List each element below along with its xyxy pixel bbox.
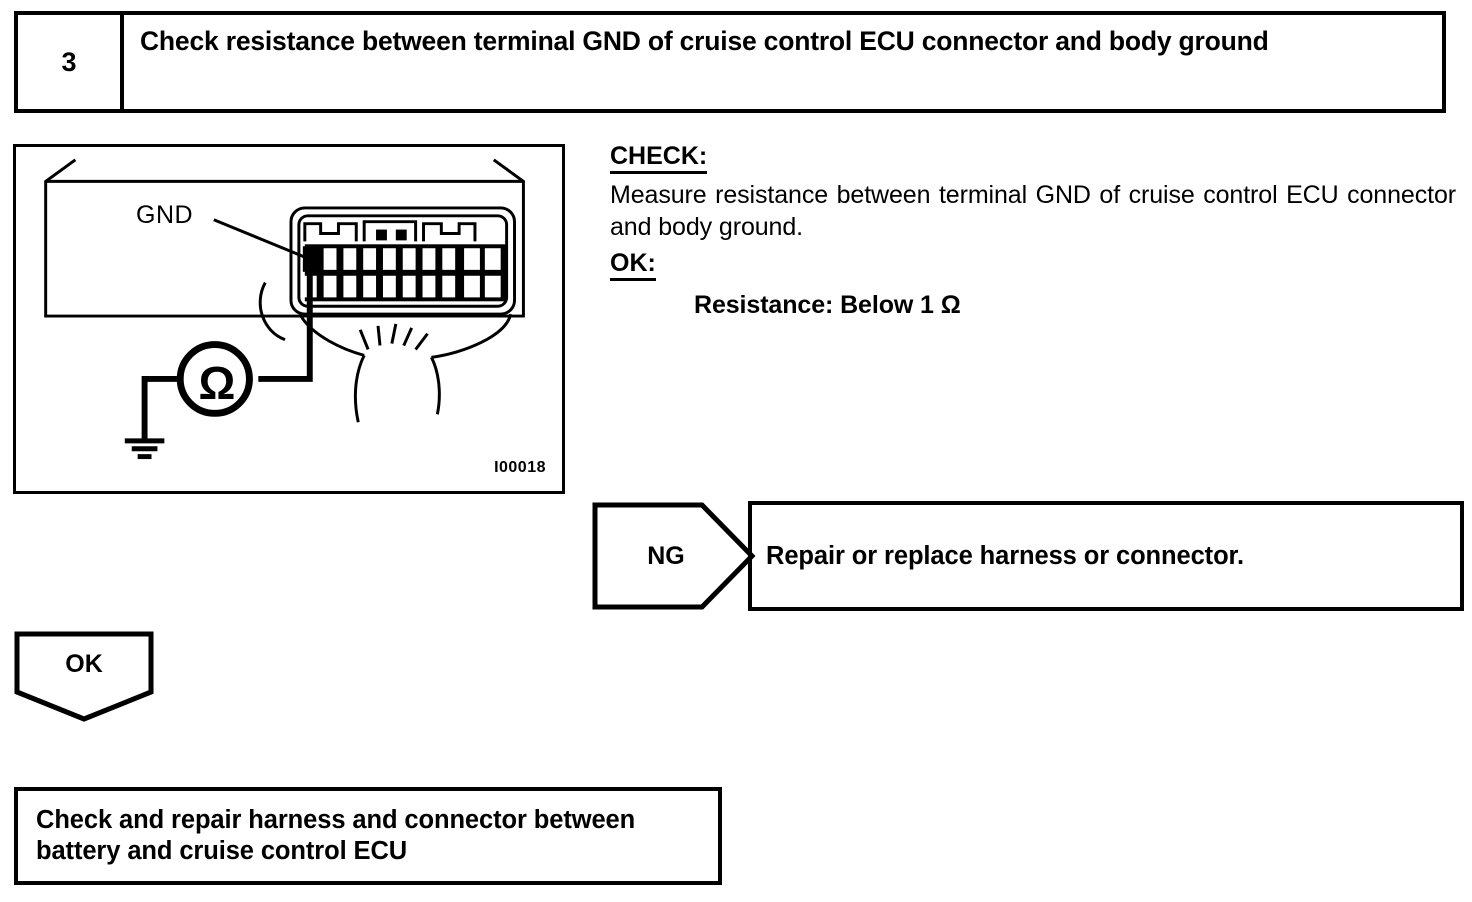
ohm-symbol: Ω <box>198 357 236 409</box>
gnd-leader-line <box>213 218 306 259</box>
step-number: 3 <box>61 46 77 77</box>
test-lead-wire <box>258 262 313 382</box>
specification-value: Resistance: Below 1 Ω <box>694 291 961 319</box>
ng-branch: NG Repair or replace harness or connecto… <box>592 501 1464 611</box>
gnd-terminal-highlight <box>302 246 318 272</box>
ok-label-wrap: OK: <box>610 249 1464 281</box>
ecu-ground-measurement-diagram <box>44 158 525 460</box>
step-header-box: 3 Check resistance between terminal GND … <box>14 11 1446 113</box>
ng-result-text: Repair or replace harness or connector. <box>766 541 1244 570</box>
connector-latch-holes-icon <box>376 229 407 241</box>
ground-lead-wire <box>141 376 181 440</box>
ok-arrow-label: OK <box>65 649 103 678</box>
ecu-housing-icon <box>44 158 525 318</box>
step-title: Check resistance between terminal GND of… <box>140 26 1269 56</box>
check-label: CHECK: <box>610 142 708 174</box>
wire-harness-icon <box>258 281 513 423</box>
illustration-panel: Ω GND I00018 <box>13 144 565 494</box>
ng-result-box: Repair or replace harness or connector. <box>748 501 1464 611</box>
check-description: Measure resistance between terminal GND … <box>610 181 1456 241</box>
ng-arrow-label: NG <box>647 541 685 570</box>
step-title-cell: Check resistance between terminal GND of… <box>124 15 1442 109</box>
figure-id-label: I00018 <box>494 459 546 476</box>
final-action-text: Check and repair harness and connector b… <box>36 806 636 865</box>
ng-arrow-icon <box>592 502 756 610</box>
step-number-cell: 3 <box>18 15 124 109</box>
connector-latch-icon <box>303 220 477 242</box>
gnd-terminal-label: GND <box>136 201 194 229</box>
ok-arrow-icon <box>14 631 154 722</box>
ok-label: OK: <box>610 249 656 281</box>
check-instructions-column: CHECK: Measure resistance between termin… <box>610 142 1464 320</box>
chassis-ground-icon <box>124 438 165 460</box>
check-label-wrap: CHECK: <box>610 142 1464 174</box>
ok-branch: OK <box>14 631 154 723</box>
final-action-box: Check and repair harness and connector b… <box>14 787 722 885</box>
